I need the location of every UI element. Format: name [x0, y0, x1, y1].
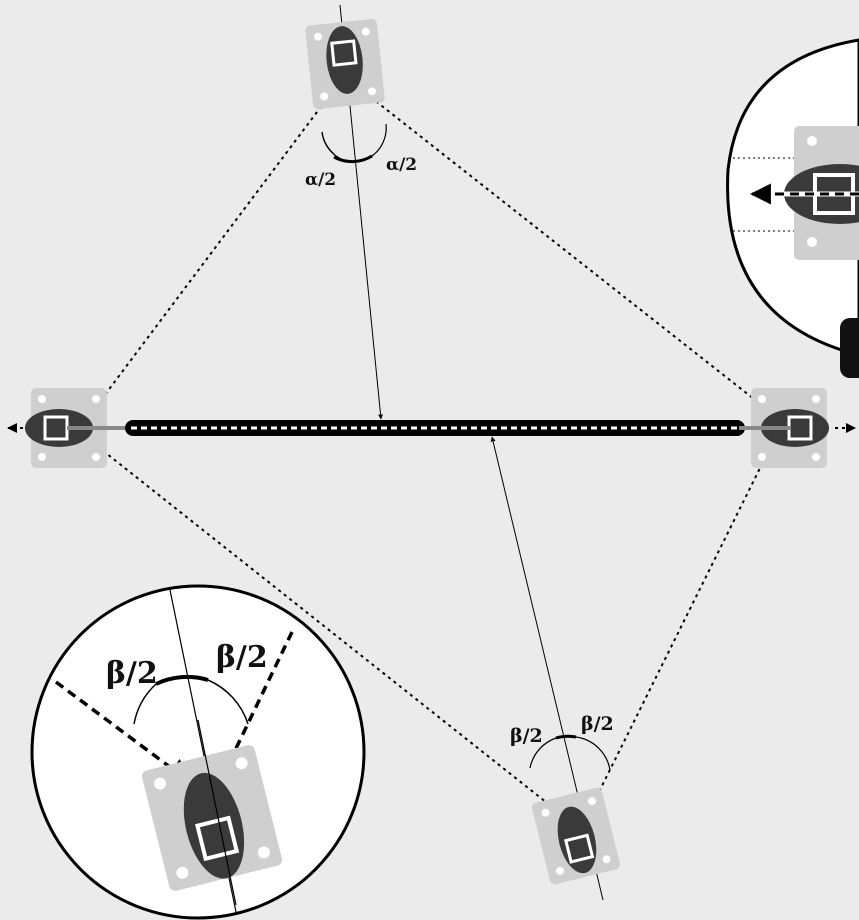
sensor-bottom [531, 787, 621, 885]
sensor-top [305, 18, 385, 110]
sensor-axes [339, 4, 604, 901]
zoom-callout-tab [840, 318, 859, 378]
zoom-callout-beta [30, 584, 366, 920]
sensor-left [25, 388, 125, 468]
label-beta-zoom-right: β/2 [216, 640, 268, 675]
angle-labels: α/2 α/2 β/2 β/2 β/2 β/2 [106, 155, 614, 747]
dotted-connections [7, 83, 856, 819]
zoom-sensor-beta [141, 745, 283, 891]
label-alpha-right: α/2 [386, 155, 417, 175]
label-beta-left: β/2 [510, 725, 543, 747]
label-alpha-left: α/2 [305, 170, 336, 190]
sensor-right [739, 388, 829, 468]
angle-arc-beta [529, 734, 611, 771]
label-beta-zoom-left: β/2 [106, 656, 158, 691]
central-rod [125, 420, 745, 436]
angle-arc-alpha [321, 123, 387, 164]
zoom-callout-right [726, 38, 859, 378]
label-beta-right: β/2 [581, 713, 614, 735]
